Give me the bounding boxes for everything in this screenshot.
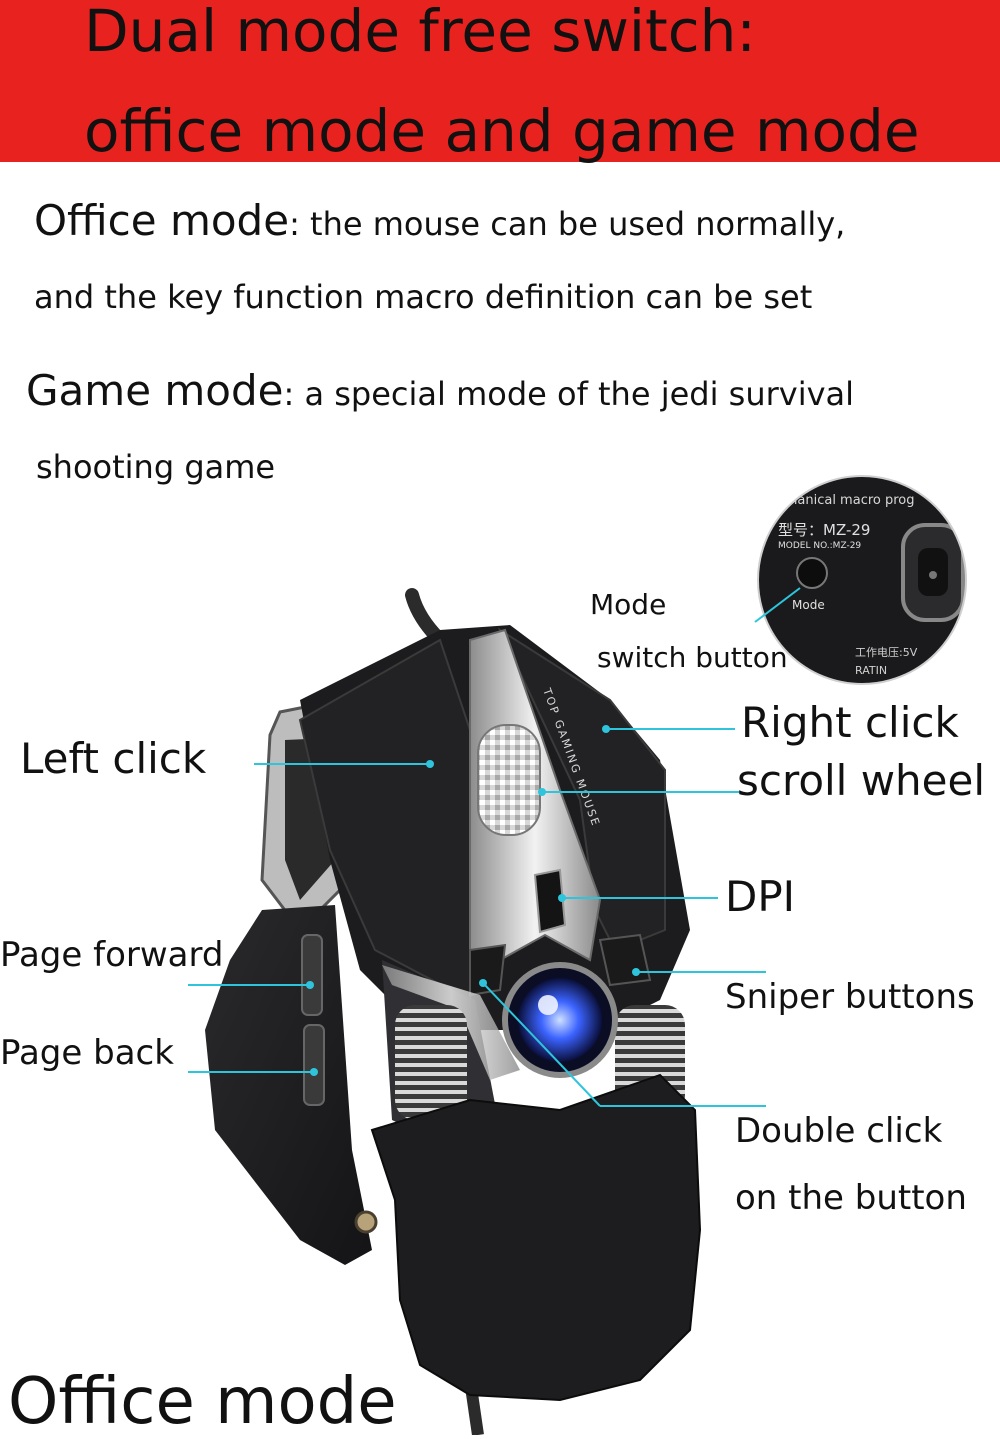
model-label-inset: chanical macro prog 型号：MZ-29 MODEL NO.:M… xyxy=(758,476,966,684)
inset-model-cn: 型号：MZ-29 xyxy=(778,521,870,539)
callout-double-click-line1: Double click xyxy=(735,1111,943,1151)
callout-mode-switch-line2: switch button xyxy=(597,641,788,674)
footer-office-mode: Office mode xyxy=(8,1365,397,1439)
sniper-button-right xyxy=(598,933,652,987)
game-mode-desc-line1: Game mode: a special mode of the jedi su… xyxy=(26,370,854,412)
title-banner: Dual mode free switch: office mode and g… xyxy=(0,0,1000,162)
page-back-button xyxy=(303,1024,325,1106)
callout-right-click: Right click xyxy=(741,698,959,747)
inset-mode-button xyxy=(796,557,828,589)
office-mode-lead: Office mode xyxy=(34,196,290,245)
callout-lines xyxy=(188,587,801,1107)
inset-mode-label: Mode xyxy=(792,598,825,612)
scroll-wheel xyxy=(477,724,541,836)
inset-voltage: 工作电压:5V xyxy=(855,646,918,659)
callout-mode-switch-line1: Mode xyxy=(590,588,667,621)
inset-brand-text: chanical macro prog xyxy=(782,493,915,508)
callout-dots xyxy=(306,725,640,1076)
dpi-button xyxy=(533,868,567,934)
office-mode-desc-line2: and the key function macro definition ca… xyxy=(34,278,813,316)
office-mode-text: : the mouse can be used normally, xyxy=(289,205,846,243)
callout-scroll-wheel: scroll wheel xyxy=(737,756,986,805)
palm-rest-screw xyxy=(354,1210,378,1234)
left-spring xyxy=(395,1005,467,1120)
callout-sniper-buttons: Sniper buttons xyxy=(725,977,975,1017)
game-mode-desc-line2: shooting game xyxy=(36,448,276,486)
office-mode-desc-line1: Office mode: the mouse can be used norma… xyxy=(34,200,845,242)
callout-left-click: Left click xyxy=(20,734,207,783)
callout-double-click-line2: on the button xyxy=(735,1178,967,1218)
banner-title-line2: office mode and game mode xyxy=(84,97,920,165)
callout-page-forward: Page forward xyxy=(0,935,224,975)
callout-dpi: DPI xyxy=(725,872,796,921)
callout-page-back: Page back xyxy=(0,1033,174,1073)
game-mode-text: : a special mode of the jedi survival xyxy=(283,375,855,413)
inset-rating: RATIN xyxy=(855,664,887,677)
inset-model-en: MODEL NO.:MZ-29 xyxy=(778,541,861,551)
page-forward-button xyxy=(301,934,323,1016)
palm-rest xyxy=(370,1073,702,1402)
game-mode-lead: Game mode xyxy=(26,366,284,415)
mouse-left-wing xyxy=(205,905,372,1265)
sniper-button-left xyxy=(469,943,507,997)
banner-title-line1: Dual mode free switch: xyxy=(84,0,756,65)
